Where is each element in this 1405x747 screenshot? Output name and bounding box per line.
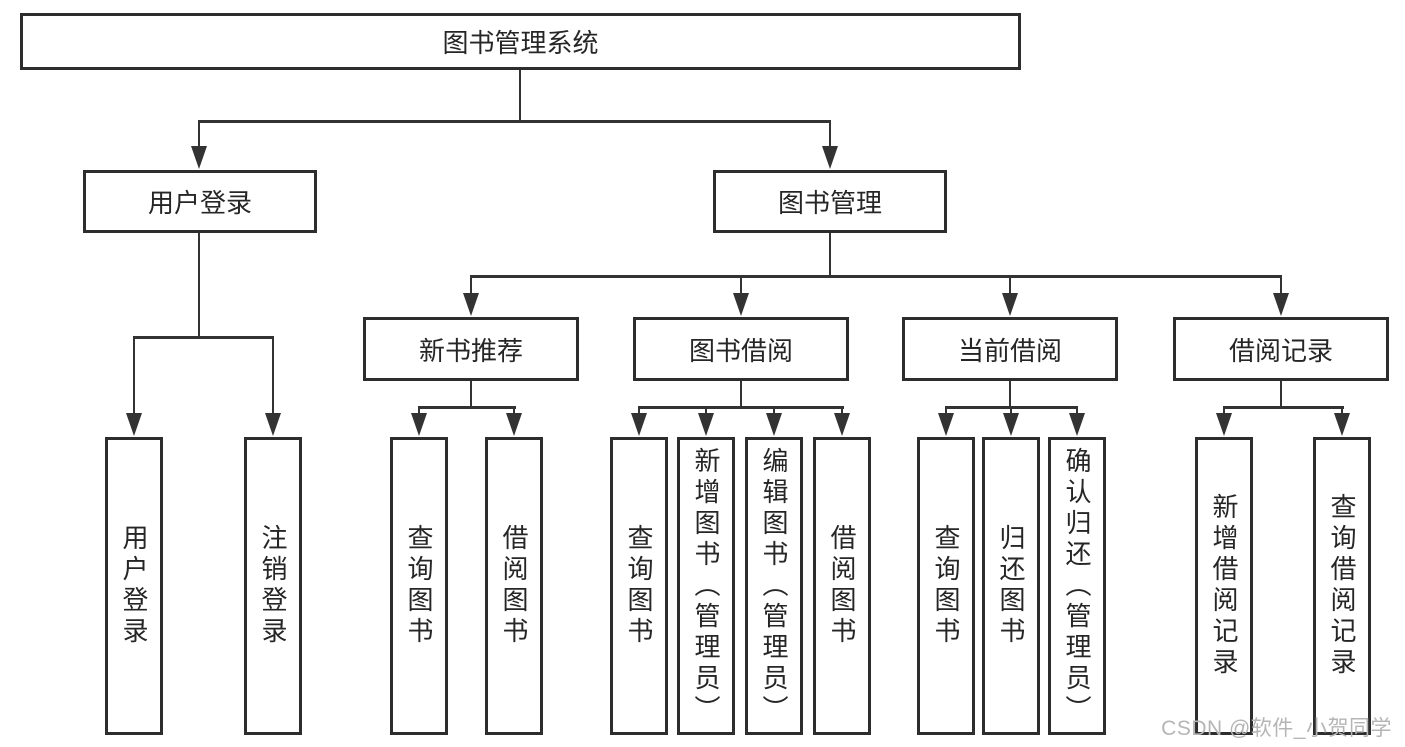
connector-line	[772, 406, 776, 416]
node-label: 当前借阅	[957, 335, 1062, 366]
csdn-watermark: CSDN @软件_小贺同学	[1161, 717, 1392, 740]
arrow-down-icon	[126, 413, 142, 436]
node-label: 图书管理	[777, 188, 882, 218]
arrow-down-icon	[698, 413, 714, 436]
connector-line	[197, 120, 832, 123]
node-book-borrowing: 图书借阅	[633, 317, 849, 381]
node-label: 编辑图书（管理员）	[759, 446, 789, 726]
node-label: 借阅记录	[1228, 335, 1333, 366]
arrow-down-icon	[766, 413, 782, 436]
connector-line	[469, 275, 1283, 278]
node-leaf-add-book-admin: 新增图书（管理员）	[677, 437, 735, 735]
node-leaf-return-books: 归还图书	[982, 437, 1040, 735]
node-label: 图书管理系统	[442, 28, 599, 58]
connector-line	[512, 406, 516, 416]
connector-line	[132, 336, 136, 415]
connector-line	[1008, 381, 1012, 408]
node-label: 注销登录	[258, 524, 288, 648]
arrow-down-icon	[1003, 413, 1019, 436]
connector-line	[840, 406, 844, 416]
arrow-down-icon	[834, 413, 850, 436]
node-leaf-query-books-2: 查询图书	[610, 437, 668, 735]
arrow-down-icon	[463, 293, 479, 316]
connector-line	[1222, 406, 1345, 409]
node-label: 用户登录	[147, 188, 252, 218]
node-current-borrowing: 当前借阅	[902, 317, 1118, 381]
connector-line	[469, 381, 473, 408]
connector-line	[132, 336, 275, 339]
node-borrowing-records: 借阅记录	[1173, 317, 1389, 381]
arrow-down-icon	[506, 413, 522, 436]
node-user-login: 用户登录	[83, 170, 317, 233]
connector-line	[1009, 406, 1013, 416]
connector-line	[271, 336, 275, 415]
connector-line	[197, 233, 201, 338]
node-label: 新增图书（管理员）	[691, 446, 721, 726]
node-label: 确认归还（管理员）	[1062, 446, 1092, 726]
arrow-down-icon	[631, 413, 647, 436]
node-book-management: 图书管理	[713, 170, 947, 233]
connector-line	[637, 406, 641, 416]
connector-line	[1340, 406, 1344, 416]
arrow-down-icon	[822, 146, 838, 169]
arrow-down-icon	[1002, 293, 1018, 316]
node-label: 新书推荐	[418, 335, 523, 366]
connector-line	[518, 70, 522, 120]
arrow-down-icon	[1273, 293, 1289, 316]
connector-line	[739, 381, 743, 408]
node-label: 图书借阅	[688, 335, 793, 366]
node-leaf-user-login: 用户登录	[105, 437, 163, 735]
arrow-down-icon	[938, 413, 954, 436]
arrow-down-icon	[733, 293, 749, 316]
node-label: 用户登录	[119, 524, 149, 648]
connector-line	[637, 406, 845, 409]
node-label: 借阅图书	[827, 524, 857, 648]
connector-line	[944, 406, 948, 416]
connector-line	[197, 120, 201, 147]
node-label: 查询借阅记录	[1327, 493, 1357, 679]
connector-line	[828, 233, 832, 277]
node-leaf-query-books-1: 查询图书	[390, 437, 448, 735]
connector-line	[417, 406, 517, 409]
node-new-book-recommend: 新书推荐	[363, 317, 579, 381]
node-leaf-query-borrow-record: 查询借阅记录	[1313, 437, 1371, 735]
node-label: 查询图书	[404, 524, 434, 648]
node-label: 借阅图书	[499, 524, 529, 648]
arrow-down-icon	[265, 413, 281, 436]
node-leaf-confirm-return-admin: 确认归还（管理员）	[1048, 437, 1106, 735]
connector-line	[1008, 275, 1012, 295]
connector-line	[828, 120, 832, 147]
arrow-down-icon	[1069, 413, 1085, 436]
arrow-down-icon	[411, 413, 427, 436]
node-leaf-logout: 注销登录	[244, 437, 302, 735]
node-leaf-borrow-books-1: 借阅图书	[485, 437, 543, 735]
node-label: 新增借阅记录	[1209, 493, 1239, 679]
node-leaf-query-books-3: 查询图书	[917, 437, 975, 735]
connector-line	[1279, 275, 1283, 295]
connector-line	[739, 275, 743, 295]
node-leaf-borrow-books-2: 借阅图书	[813, 437, 871, 735]
connector-line	[469, 275, 473, 295]
node-leaf-add-borrow-record: 新增借阅记录	[1195, 437, 1253, 735]
node-label: 查询图书	[624, 524, 654, 648]
connector-line	[1075, 406, 1079, 416]
node-label: 归还图书	[996, 524, 1026, 648]
arrow-down-icon	[1216, 413, 1232, 436]
arrow-down-icon	[191, 146, 207, 169]
connector-line	[1279, 381, 1283, 408]
node-leaf-edit-book-admin: 编辑图书（管理员）	[745, 437, 803, 735]
connector-line	[704, 406, 708, 416]
arrow-down-icon	[1334, 413, 1350, 436]
node-label: 查询图书	[931, 524, 961, 648]
connector-line	[1222, 406, 1226, 416]
connector-line	[417, 406, 421, 416]
node-root: 图书管理系统	[20, 13, 1021, 70]
